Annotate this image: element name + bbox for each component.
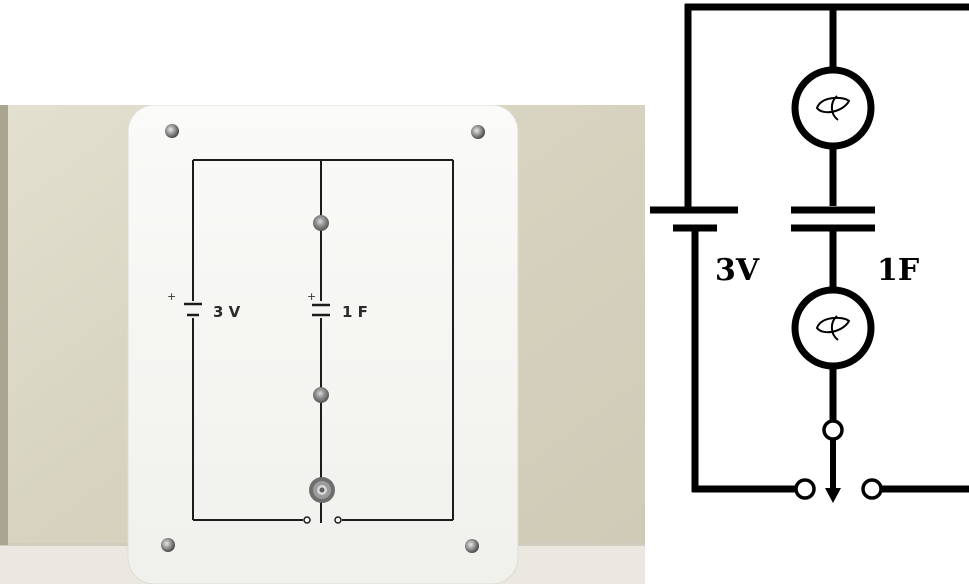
photo-switch-terminal-right xyxy=(334,516,342,524)
circuit-board xyxy=(127,105,519,584)
schematic-wires xyxy=(684,3,969,493)
left-edge-shadow xyxy=(0,105,8,545)
capacitor-symbol xyxy=(791,206,875,232)
circuit-board-photo: + 3 V + 1 F xyxy=(0,105,645,584)
screw-icon xyxy=(465,539,479,553)
switch-symbol xyxy=(794,419,883,503)
photo-battery-label: 3 V xyxy=(213,303,241,321)
circuit-schematic: 3V 1F xyxy=(645,0,969,584)
bulb-symbol xyxy=(791,286,875,370)
screw-icon xyxy=(161,538,175,552)
battery-label: 3V xyxy=(715,253,760,288)
photo-bulb-top xyxy=(313,215,329,231)
screw-icon xyxy=(471,125,485,139)
switch-terminal-right xyxy=(861,478,883,500)
photo-bulb-bottom xyxy=(313,387,329,403)
battery-symbol xyxy=(650,206,738,232)
photo-capacitor-symbol xyxy=(312,303,330,317)
screw-icon xyxy=(165,124,179,138)
switch-terminal-left xyxy=(794,478,816,500)
photo-switch-terminal-left xyxy=(303,516,311,524)
schematic-svg: 3V 1F xyxy=(650,3,969,503)
capacitor-label: 1F xyxy=(877,253,919,288)
switch-pivot xyxy=(822,419,844,441)
photo-svg: + 3 V + 1 F xyxy=(0,105,645,584)
photo-battery-symbol xyxy=(184,302,202,317)
photo-battery-plus: + xyxy=(167,290,176,303)
photo-capacitor-label: 1 F xyxy=(342,303,368,321)
photo-toggle-switch xyxy=(309,477,335,503)
photo-capacitor-plus: + xyxy=(307,290,316,303)
bulb-symbol xyxy=(791,66,875,150)
